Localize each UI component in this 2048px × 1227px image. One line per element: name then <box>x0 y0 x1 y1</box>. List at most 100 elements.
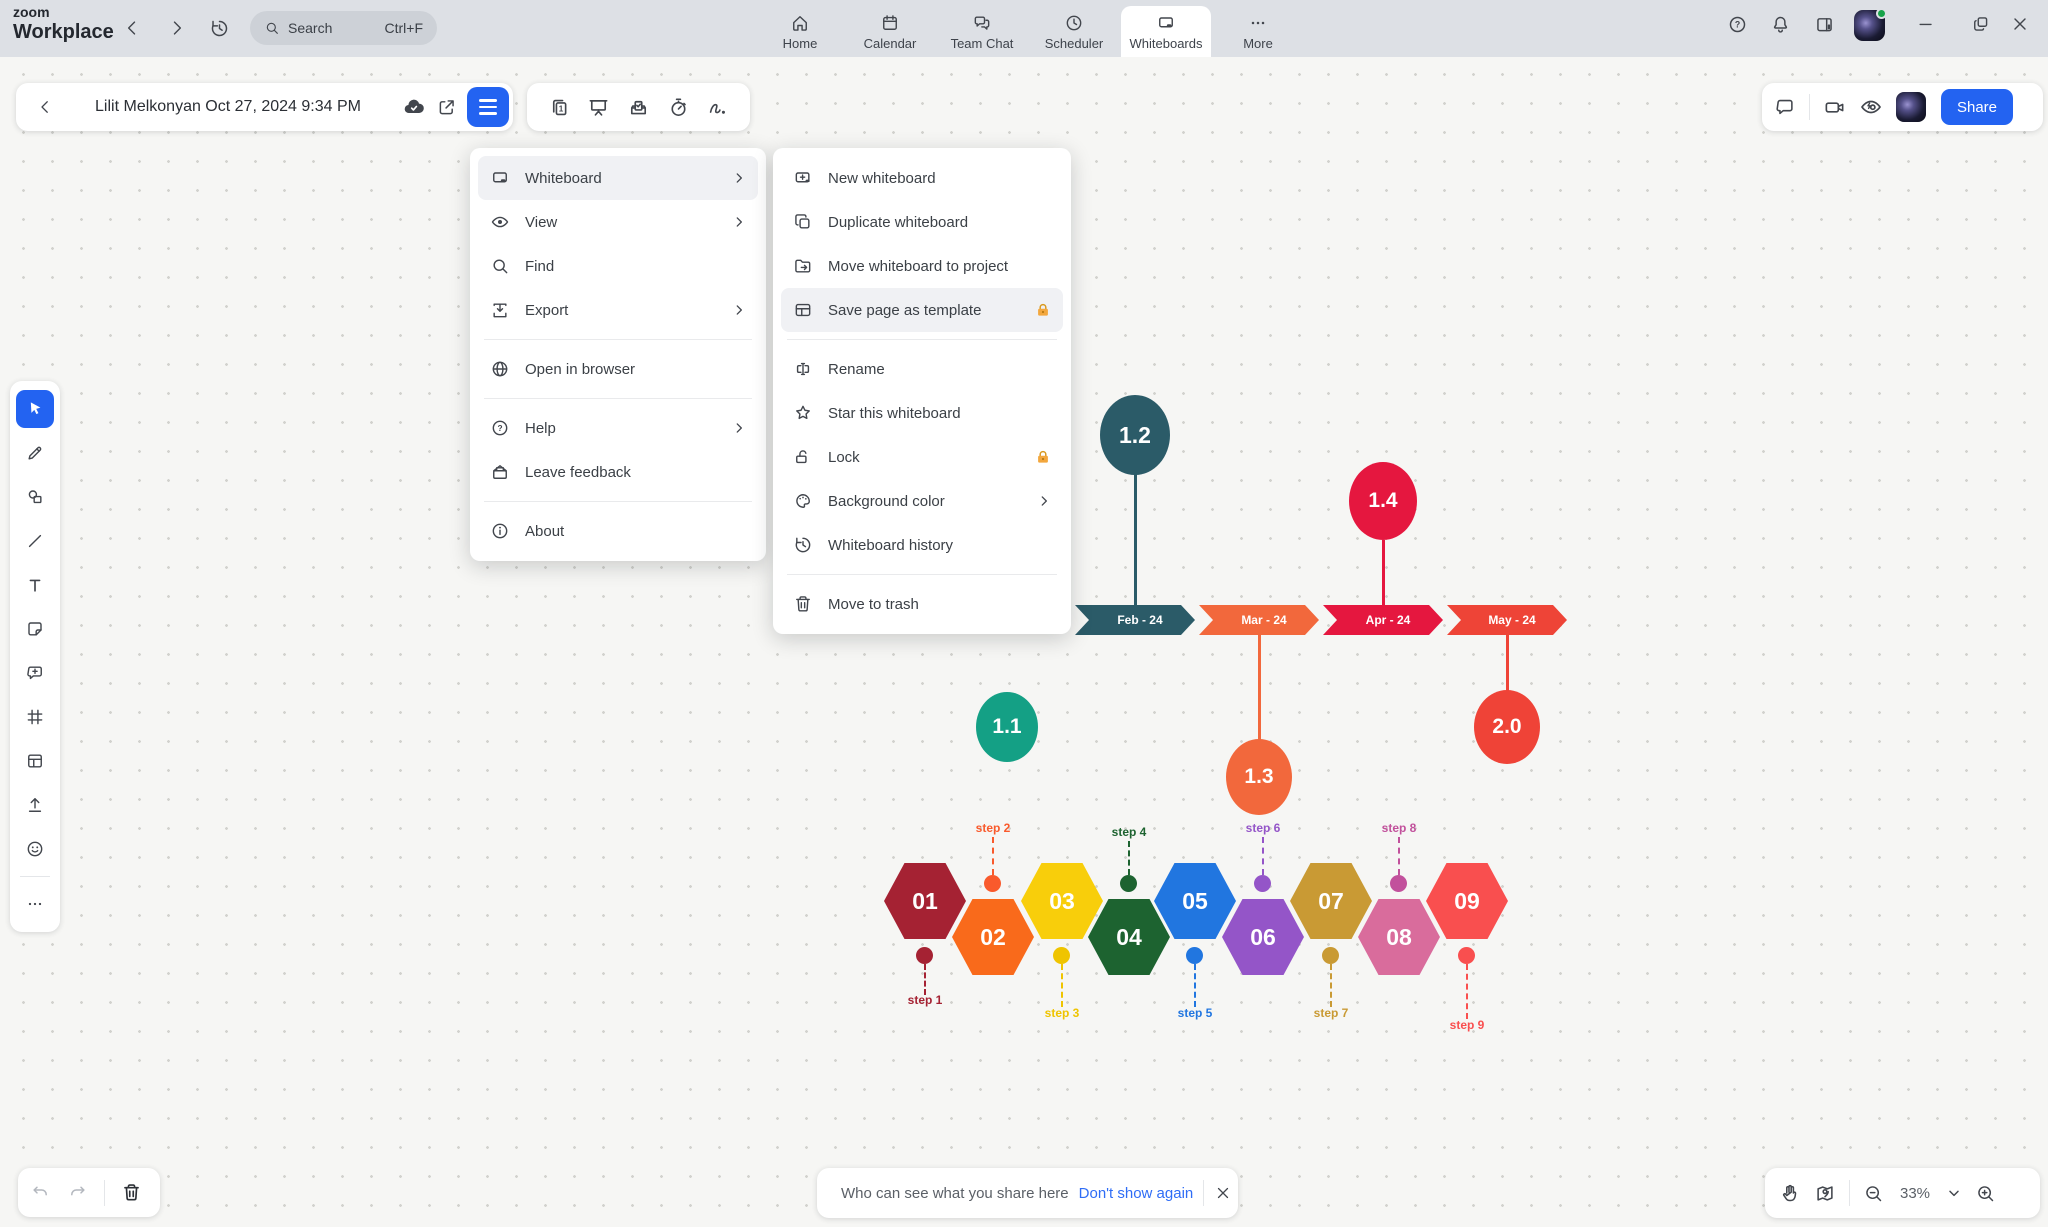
menu-item-view[interactable]: View <box>478 200 758 244</box>
menu-item-label: About <box>525 522 565 540</box>
pages-icon[interactable]: 1 <box>548 96 571 119</box>
restore-window-button[interactable] <box>1969 12 1993 36</box>
dont-show-again-link[interactable]: Don't show again <box>1078 1184 1194 1202</box>
process-hexagon-05[interactable]: 05 <box>1154 863 1236 939</box>
menu-item-background-color[interactable]: Background color <box>781 479 1063 523</box>
zoom-level[interactable]: 33% <box>1899 1184 1931 1202</box>
menu-item-about[interactable]: About <box>478 509 758 553</box>
more-tools[interactable] <box>16 885 54 923</box>
shapes-tool[interactable] <box>16 478 54 516</box>
laser-pointer-icon[interactable] <box>706 96 729 119</box>
tab-scheduler[interactable]: Scheduler <box>1029 6 1119 57</box>
divider <box>20 876 50 877</box>
eye-focus-icon[interactable] <box>1859 95 1883 119</box>
process-hexagon-06[interactable]: 06 <box>1222 899 1304 975</box>
tab-calendar[interactable]: Calendar <box>845 6 935 57</box>
select-tool[interactable] <box>16 390 54 428</box>
minimap-tool[interactable] <box>1814 1182 1836 1204</box>
menu-item-export[interactable]: Export <box>478 288 758 332</box>
help-icon[interactable]: ? <box>1725 12 1749 36</box>
comments-icon[interactable] <box>1774 96 1796 118</box>
line-tool[interactable] <box>16 522 54 560</box>
timeline-month-feb[interactable]: Feb - 24 <box>1075 605 1195 635</box>
main-menu-button[interactable] <box>467 87 509 127</box>
menu-item-whiteboard[interactable]: Whiteboard <box>478 156 758 200</box>
menu-item-move-whiteboard-to-project[interactable]: Move whiteboard to project <box>781 244 1063 288</box>
back-button[interactable] <box>122 18 142 38</box>
month-label: Mar - 24 <box>1241 613 1287 627</box>
frame-tool[interactable] <box>16 698 54 736</box>
whiteboard-title[interactable]: Lilit Melkonyan Oct 27, 2024 9:34 PM <box>95 98 361 115</box>
process-hexagon-09[interactable]: 09 <box>1426 863 1508 939</box>
menu-item-whiteboard-history[interactable]: Whiteboard history <box>781 523 1063 567</box>
menu-item-lock[interactable]: Lock <box>781 435 1063 479</box>
text-tool[interactable] <box>16 566 54 604</box>
menu-item-duplicate-whiteboard[interactable]: Duplicate whiteboard <box>781 200 1063 244</box>
menu-item-move-to-trash[interactable]: Move to trash <box>781 582 1063 626</box>
zoom-level-chevron[interactable] <box>1946 1185 1962 1201</box>
timer-icon[interactable] <box>667 96 690 119</box>
templates-tool[interactable] <box>16 742 54 780</box>
timeline-month-mar[interactable]: Mar - 24 <box>1199 605 1319 635</box>
menu-item-find[interactable]: Find <box>478 244 758 288</box>
open-external-icon[interactable] <box>436 97 457 118</box>
minimize-button[interactable] <box>1914 12 1938 36</box>
menu-item-help[interactable]: ? Help <box>478 406 758 450</box>
sticky-note-tool[interactable] <box>16 610 54 648</box>
zoom-in-button[interactable] <box>1975 1183 1996 1204</box>
process-hexagon-07[interactable]: 07 <box>1290 863 1372 939</box>
timeline-month-may[interactable]: May - 24 <box>1447 605 1567 635</box>
month-label: May - 24 <box>1488 613 1536 627</box>
process-hexagon-04[interactable]: 04 <box>1088 899 1170 975</box>
notifications-bell-icon[interactable] <box>1768 12 1792 36</box>
emoji-tool[interactable] <box>16 830 54 868</box>
search-box[interactable]: Ctrl+F <box>250 11 437 45</box>
tab-more[interactable]: More <box>1213 6 1303 57</box>
back-to-boards-button[interactable] <box>36 98 54 116</box>
process-hexagon-02[interactable]: 02 <box>952 899 1034 975</box>
pan-hand-tool[interactable] <box>1779 1182 1801 1204</box>
tab-home[interactable]: Home <box>755 6 845 57</box>
milestone-1-1[interactable]: 1.1 <box>976 692 1038 762</box>
process-hexagon-01[interactable]: 01 <box>884 863 966 939</box>
collaborator-avatar[interactable] <box>1896 92 1926 122</box>
history-icon[interactable] <box>209 18 230 39</box>
milestone-1-4[interactable]: 1.4 <box>1349 462 1417 540</box>
comment-tool[interactable] <box>16 654 54 692</box>
search-input[interactable] <box>288 20 360 36</box>
delete-selection-button[interactable] <box>121 1182 142 1203</box>
month-label: Apr - 24 <box>1365 613 1411 627</box>
close-window-button[interactable] <box>2008 12 2032 36</box>
zoom-out-button[interactable] <box>1863 1183 1884 1204</box>
share-button[interactable]: Share <box>1941 89 2013 125</box>
vote-icon[interactable] <box>627 96 650 119</box>
menu-item-rename[interactable]: Rename <box>781 347 1063 391</box>
upload-tool[interactable] <box>16 786 54 824</box>
menu-item-save-page-as-template[interactable]: Save page as template <box>781 288 1063 332</box>
step-label: step 3 <box>1044 1006 1080 1020</box>
undo-button[interactable] <box>30 1182 51 1203</box>
panel-layout-icon[interactable] <box>1812 12 1836 36</box>
svg-text:1: 1 <box>558 104 563 113</box>
video-camera-icon[interactable] <box>1823 96 1846 119</box>
trash-icon <box>796 596 810 612</box>
present-icon[interactable] <box>587 96 610 119</box>
redo-button[interactable] <box>67 1182 88 1203</box>
timeline-month-apr[interactable]: Apr - 24 <box>1323 605 1443 635</box>
pen-tool[interactable] <box>16 434 54 472</box>
cloud-saved-icon <box>402 95 426 119</box>
process-hexagon-08[interactable]: 08 <box>1358 899 1440 975</box>
tab-whiteboards[interactable]: Whiteboards <box>1121 6 1211 57</box>
menu-item-leave-feedback[interactable]: Leave feedback <box>478 450 758 494</box>
close-notification-button[interactable] <box>1214 1184 1232 1202</box>
milestone-2-0[interactable]: 2.0 <box>1474 690 1540 764</box>
tab-team-chat[interactable]: Team Chat <box>937 6 1027 57</box>
menu-item-star-this-whiteboard[interactable]: Star this whiteboard <box>781 391 1063 435</box>
menu-item-open-in-browser[interactable]: Open in browser <box>478 347 758 391</box>
milestone-1-2[interactable]: 1.2 <box>1100 395 1170 475</box>
menu-item-new-whiteboard[interactable]: New whiteboard <box>781 156 1063 200</box>
user-avatar[interactable] <box>1854 8 1887 41</box>
process-hexagon-03[interactable]: 03 <box>1021 863 1103 939</box>
milestone-1-3[interactable]: 1.3 <box>1226 739 1292 815</box>
forward-button[interactable] <box>167 18 187 38</box>
